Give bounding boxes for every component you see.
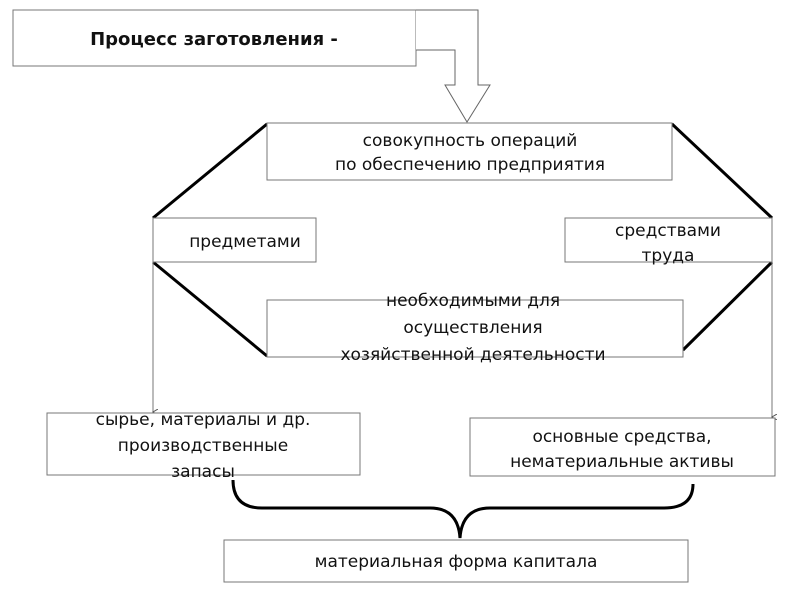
left-result-line3: запасы <box>171 462 235 482</box>
definition-box: совокупность операций по обеспечению пре… <box>266 122 673 181</box>
right-result-box: основные средства, нематериальные активы <box>469 417 776 477</box>
right-result-line1: основные средства, <box>532 427 711 447</box>
conclusion-text: материальная форма капитала <box>315 552 598 572</box>
left-branch-box: предметами <box>152 217 317 263</box>
definition-line2: по обеспечению предприятия <box>335 155 605 175</box>
left-result-line2: производственные <box>118 436 288 456</box>
right-branch-line1: средствами <box>615 221 721 241</box>
connector-lines <box>152 122 774 358</box>
purpose-box: необходимыми для осуществления хозяйстве… <box>266 291 684 365</box>
purpose-line2: осуществления <box>403 318 542 338</box>
purpose-line1: необходимыми для <box>386 291 560 311</box>
title-box: Процесс заготовления - <box>12 9 417 67</box>
purpose-line3: хозяйственной деятельности <box>340 345 605 365</box>
right-branch-box: средствами труда <box>564 217 773 266</box>
left-result-line1: сырье, материалы и др. <box>96 410 311 430</box>
left-result-box: сырье, материалы и др. производственные … <box>46 410 361 482</box>
left-branch-text: предметами <box>189 232 301 252</box>
right-result-line2: нематериальные активы <box>510 452 734 472</box>
down-arrow-icon <box>416 9 491 123</box>
brace <box>231 479 695 539</box>
right-branch-line2: труда <box>642 246 695 266</box>
definition-line1: совокупность операций <box>363 131 578 151</box>
title-text: Процесс заготовления - <box>90 29 338 50</box>
conclusion-box: материальная форма капитала <box>223 539 689 583</box>
